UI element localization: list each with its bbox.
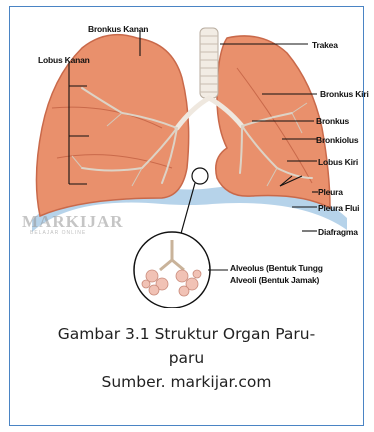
watermark-sub: BELAJAR ONLINE <box>30 230 86 236</box>
label-lobus-kanan: Lobus Kanan <box>38 55 90 65</box>
caption-line-1: Gambar 3.1 Struktur Organ Paru- <box>9 322 364 346</box>
label-alveolus: Alveolus (Bentuk Tungg <box>230 263 323 273</box>
trachea-shape <box>200 28 218 98</box>
label-bronkiolus: Bronkiolus <box>316 135 358 145</box>
label-pleura-fluid: Pleura Flui <box>318 203 359 213</box>
label-lobus-kiri: Lobus Kiri <box>318 157 358 167</box>
label-pleura: Pleura <box>318 187 343 197</box>
alveolus-focus-ring <box>192 168 208 184</box>
label-bronkus-kanan: Bronkus Kanan <box>88 24 148 34</box>
label-diafragma: Diafragma <box>318 227 358 237</box>
label-trakea: Trakea <box>312 40 338 50</box>
watermark: MARKIJAR <box>22 212 124 232</box>
label-bronkus-kiri: Bronkus Kiri <box>320 89 369 99</box>
label-alveoli: Alveoli (Bentuk Jamak) <box>230 275 319 285</box>
label-bronkus: Bronkus <box>316 116 349 126</box>
caption-source: Sumber. markijar.com <box>9 370 364 394</box>
left-lung-shape <box>216 36 330 208</box>
figure-caption: Gambar 3.1 Struktur Organ Paru- paru Sum… <box>9 322 364 394</box>
caption-line-2: paru <box>9 346 364 370</box>
